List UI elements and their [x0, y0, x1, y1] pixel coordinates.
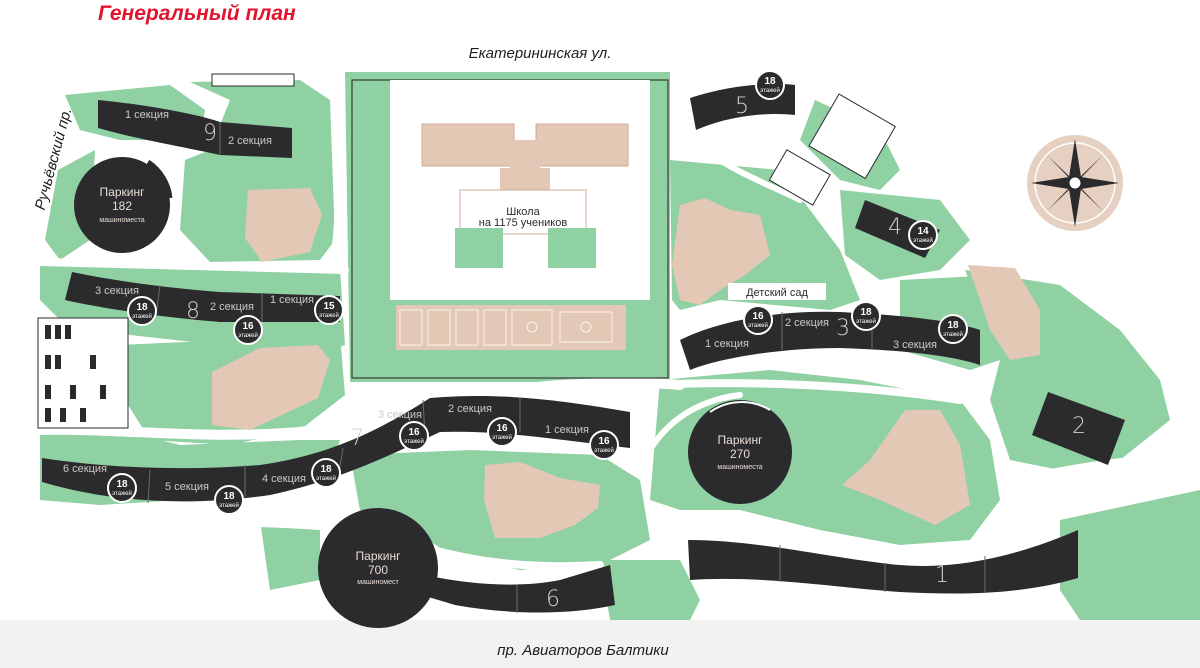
page-title: Генеральный план [98, 2, 296, 25]
svg-text:18: 18 [320, 464, 332, 475]
svg-text:этажей: этажей [319, 312, 339, 319]
svg-text:этажей: этажей [132, 313, 152, 320]
b7-section-2: 2 секция [448, 403, 492, 415]
parking-270-spaces: 270 [730, 447, 750, 461]
parking-182-spaces: 182 [112, 199, 132, 213]
svg-text:18: 18 [136, 302, 148, 313]
svg-text:этажей: этажей [760, 87, 780, 94]
svg-text:этажей: этажей [913, 237, 933, 244]
school-area [351, 79, 669, 379]
school-name: Школа [506, 206, 540, 218]
b8-section-3: 3 секция [95, 285, 139, 297]
playgrounds [212, 188, 1040, 538]
building-number-3: 3 [836, 316, 850, 341]
svg-text:18: 18 [116, 479, 128, 490]
svg-text:этажей: этажей [219, 502, 239, 509]
school-capacity: на 1175 учеников [479, 217, 568, 229]
b1to6-section-6: 6 секция [63, 463, 107, 475]
building-numbers: 9 8 7 6 5 4 3 2 1 [186, 94, 1086, 612]
building-number-9: 9 [203, 121, 217, 146]
kindergarten-name: Детский сад [746, 287, 808, 299]
building-number-2: 2 [1072, 414, 1086, 439]
parking-182: Паркинг 182 машиноместа [74, 157, 173, 253]
parking-182-name: Паркинг [100, 185, 146, 199]
svg-text:18: 18 [947, 320, 959, 331]
b3-section-2: 2 секция [785, 317, 829, 329]
parking-270-unit: машиноместа [717, 464, 762, 471]
b9-section-2: 2 секция [228, 135, 272, 147]
svg-text:15: 15 [323, 301, 335, 312]
svg-text:этажей: этажей [748, 322, 768, 329]
b7-section-3: 3 секция [378, 409, 422, 421]
b3-section-3: 3 секция [893, 339, 937, 351]
parking-182-unit: машиноместа [99, 217, 144, 224]
svg-text:этажей: этажей [238, 332, 258, 339]
b8-section-2: 2 секция [210, 301, 254, 313]
svg-text:14: 14 [917, 226, 929, 237]
compass-rose-icon [1027, 135, 1123, 231]
parking-270: Паркинг 270 машиноместа [688, 400, 792, 504]
svg-text:18: 18 [860, 307, 872, 318]
svg-text:этажей: этажей [492, 434, 512, 441]
svg-text:18: 18 [764, 76, 776, 87]
building-number-6: 6 [546, 587, 560, 612]
svg-text:этажей: этажей [943, 331, 963, 338]
svg-text:18: 18 [223, 491, 235, 502]
street-north: Екатерининская ул. [469, 45, 612, 62]
parking-270-name: Паркинг [718, 433, 764, 447]
svg-text:16: 16 [496, 423, 508, 434]
svg-text:16: 16 [408, 427, 420, 438]
parking-700: Паркинг 700 машиномест [318, 508, 438, 628]
b8-section-1: 1 секция [270, 294, 314, 306]
parking-lots [37, 73, 896, 429]
street-band [0, 620, 1200, 668]
b3-section-1: 1 секция [705, 338, 749, 350]
parking-700-unit: машиномест [357, 579, 399, 586]
building-number-4: 4 [888, 215, 902, 240]
building-number-1: 1 [935, 563, 949, 588]
building-number-8: 8 [186, 299, 200, 324]
svg-text:16: 16 [242, 321, 254, 332]
section-labels: 1 секция 2 секция 1 секция 2 секция 3 се… [63, 109, 937, 493]
street-south: пр. Авиаторов Балтики [497, 642, 669, 659]
b7-section-1: 1 секция [545, 424, 589, 436]
school-label: Школа на 1175 учеников [479, 206, 568, 229]
b1to6-section-4: 4 секция [262, 473, 306, 485]
svg-text:этажей: этажей [404, 438, 424, 445]
svg-text:16: 16 [598, 436, 610, 447]
svg-text:этажей: этажей [594, 447, 614, 454]
b1to6-section-5: 5 секция [165, 481, 209, 493]
svg-text:16: 16 [752, 311, 764, 322]
parking-700-spaces: 700 [368, 563, 388, 577]
svg-text:этажей: этажей [856, 318, 876, 325]
b9-section-1: 1 секция [125, 109, 169, 121]
roads [35, 77, 1200, 571]
building-number-5: 5 [735, 94, 749, 119]
svg-text:этажей: этажей [112, 490, 132, 497]
parking-700-name: Паркинг [356, 549, 402, 563]
kindergarten-label: Детский сад [728, 283, 826, 300]
building-number-7: 7 [350, 426, 364, 451]
svg-text:этажей: этажей [316, 475, 336, 482]
